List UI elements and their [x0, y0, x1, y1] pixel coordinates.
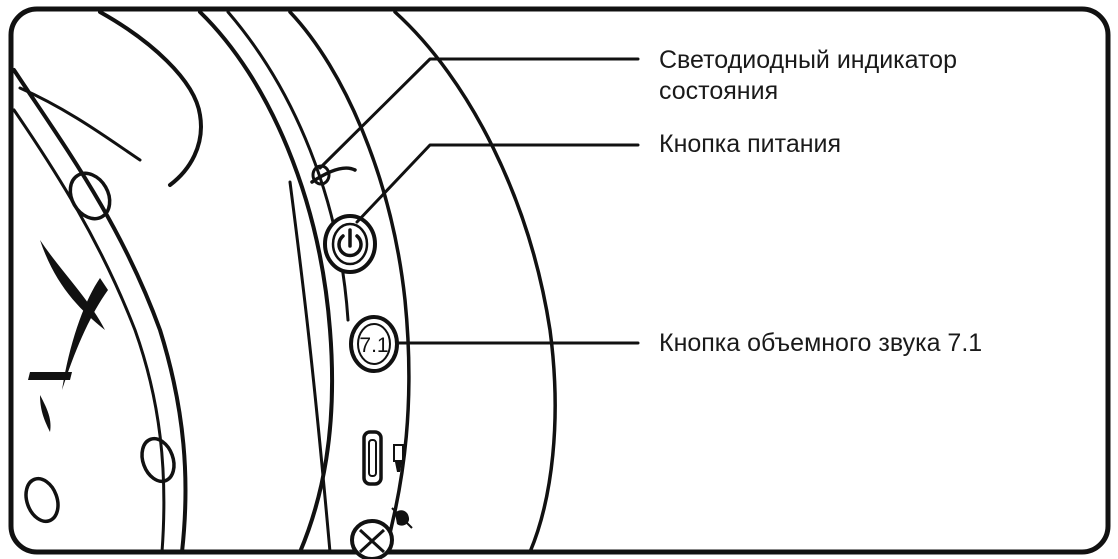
label-surround-button: Кнопка объемного звука 7.1: [659, 329, 983, 357]
surround-button[interactable]: 7.1: [349, 315, 399, 373]
leader-lines: [318, 57, 640, 345]
mic-icon: [391, 507, 413, 529]
frame-border: [8, 6, 1111, 555]
label-led-indicator: Светодиодный индикатор состояния: [659, 45, 957, 107]
label-power-button: Кнопка питания: [659, 130, 842, 158]
usb-glyph-icon: [393, 444, 404, 472]
surround-button-text: 7.1: [359, 334, 388, 357]
power-icon: [337, 228, 363, 258]
hyperx-logo-icon: [28, 240, 108, 432]
power-button[interactable]: [323, 214, 377, 274]
headset-earcup: 7.1: [12, 10, 557, 559]
leader-line-led: [318, 57, 640, 170]
mic-jack: [350, 519, 394, 559]
label-led-line1: Светодиодный индикатор: [659, 46, 957, 74]
leader-line-power: [355, 143, 640, 224]
label-led-line2: состояния: [659, 77, 779, 105]
